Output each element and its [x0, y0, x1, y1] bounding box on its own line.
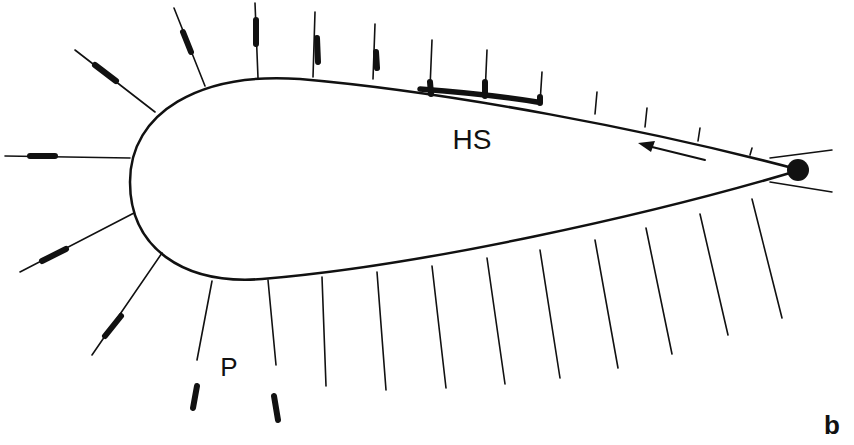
tip-dot	[787, 159, 809, 181]
bristle-segments	[30, 20, 540, 420]
hs-band	[420, 89, 537, 102]
body-outline	[130, 78, 800, 279]
tip-lines	[770, 150, 832, 192]
region-label: P	[220, 354, 237, 380]
arrow-head	[638, 141, 655, 152]
spines	[5, 3, 782, 390]
panel-letter: b	[824, 412, 840, 438]
direction-arrow	[648, 146, 705, 160]
region-label: HS	[453, 126, 492, 154]
